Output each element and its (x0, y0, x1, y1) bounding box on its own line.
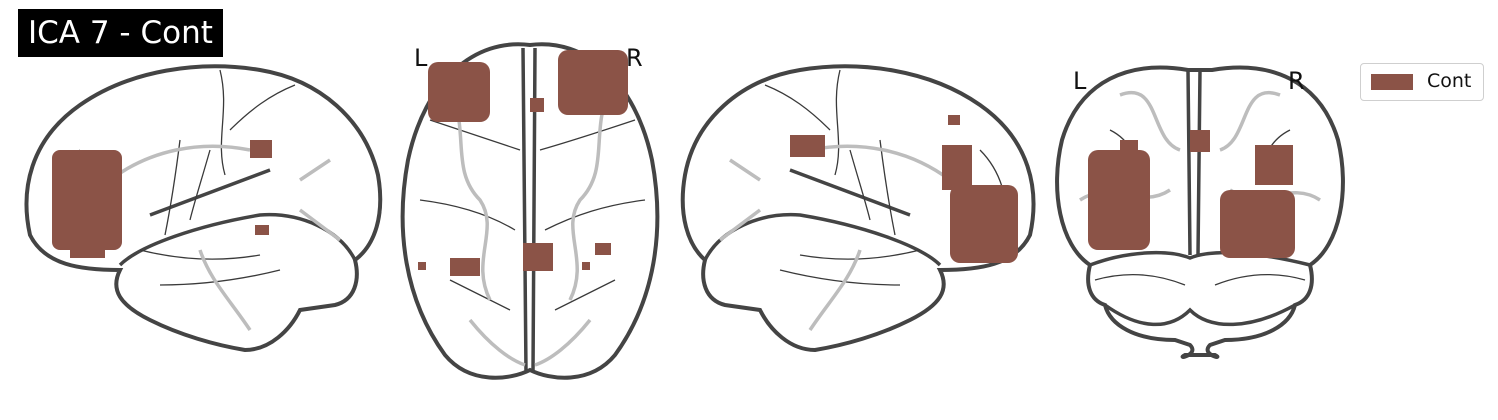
lateral-sulcus (789, 168, 911, 217)
legend-swatch (1371, 74, 1413, 90)
cerebellum-lower-edge (1103, 303, 1296, 327)
activation-region (250, 140, 272, 158)
brain-outline (400, 42, 660, 380)
activation-region (942, 145, 972, 190)
legend-label: Cont (1427, 70, 1472, 92)
coronal-right-label: R (1288, 67, 1305, 95)
activation-region (428, 62, 490, 122)
activation-region (790, 135, 825, 157)
activation-region (582, 262, 590, 270)
coronal-left-label: L (1073, 67, 1087, 95)
activation-region (255, 225, 269, 235)
activation-region (595, 243, 611, 255)
activation-region (1220, 190, 1295, 258)
activation-region (530, 98, 544, 112)
activation-region (950, 185, 1018, 263)
activation-region (418, 262, 426, 270)
activation-region (52, 150, 122, 250)
activation-region (1255, 145, 1293, 185)
lateral-sulcus (149, 168, 271, 217)
brain-sagittal-right-view (680, 64, 1036, 353)
axial-left-label: L (414, 44, 428, 72)
activation-region (1120, 140, 1138, 154)
activation-region (450, 258, 480, 276)
activation-region (558, 50, 628, 115)
activation-region (70, 240, 105, 258)
brain-sagittal-left-view (24, 64, 383, 353)
brain-axial-view (400, 42, 660, 380)
activation-region (1190, 130, 1210, 152)
legend: Cont (1360, 63, 1484, 101)
figure-title: ICA 7 - Cont (18, 9, 223, 57)
activation-region (523, 243, 553, 271)
brain-coronal-view (1055, 65, 1345, 359)
axial-right-label: R (626, 44, 643, 72)
interhemispheric-fissure (1186, 69, 1202, 256)
activation-region (1088, 150, 1150, 250)
activation-region (948, 115, 960, 125)
